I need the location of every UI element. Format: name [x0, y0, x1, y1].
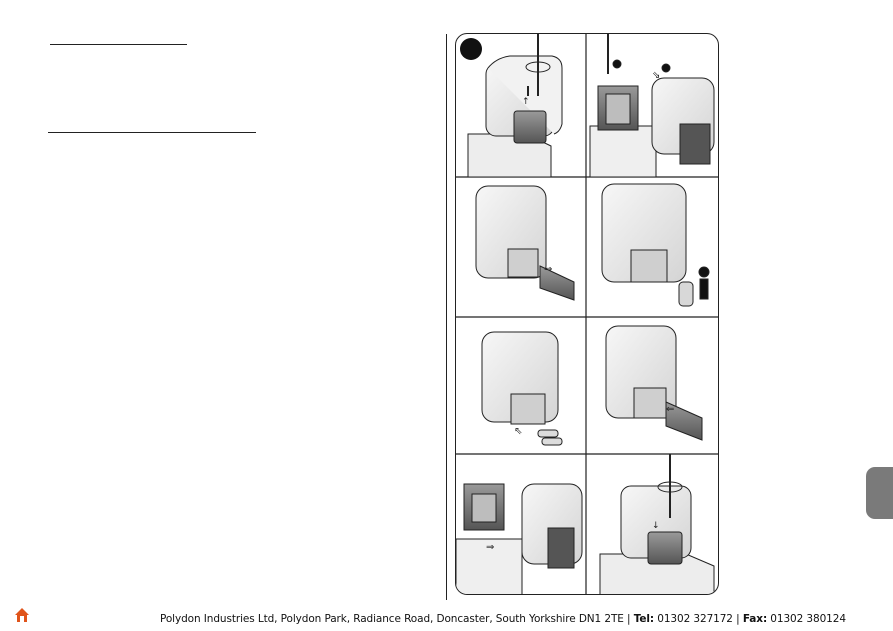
footer-fax-label: Fax:: [742, 613, 768, 625]
step-6-illustration: ⇐: [605, 325, 703, 441]
instruction-illustrations: ↑ ⇘ ⇒: [456, 34, 718, 594]
step-badge-icon: [460, 38, 482, 60]
section-rule-2: [48, 132, 256, 133]
svg-text:⇐: ⇐: [666, 404, 674, 415]
footer-separator: |: [623, 613, 634, 625]
footer-contact: Polydon Industries Ltd, Polydon Park, Ra…: [160, 613, 880, 625]
instruction-illustration-panel: ↑ ⇘ ⇒: [455, 33, 719, 595]
footer-tel-value: 01302 327172: [654, 613, 733, 625]
footer-company: Polydon Industries Ltd, Polydon Park, Ra…: [160, 613, 624, 625]
home-icon[interactable]: [14, 607, 30, 623]
svg-text:⇘: ⇘: [652, 70, 660, 81]
section-tab: [866, 467, 893, 519]
step-1-illustration: ↑: [467, 34, 563, 178]
svg-text:↓: ↓: [652, 521, 660, 531]
step-7-illustration: ⇒: [456, 483, 583, 594]
svg-text:⇒: ⇒: [544, 264, 552, 275]
step-4-illustration: [601, 183, 710, 307]
footer-fax-value: 01302 380124: [767, 613, 846, 625]
svg-text:⇖: ⇖: [514, 426, 522, 437]
column-divider: [446, 34, 447, 600]
battery-icon: [678, 281, 694, 307]
section-rule-1: [50, 44, 187, 45]
recycle-bin-person-icon: [698, 266, 710, 278]
footer-separator: |: [732, 613, 743, 625]
footer-tel-label: Tel:: [633, 613, 655, 625]
svg-text:↑: ↑: [522, 97, 530, 107]
step-5-illustration: ⇖: [481, 331, 563, 446]
svg-text:⇒: ⇒: [486, 542, 494, 553]
step-2-illustration: ⇘: [589, 34, 715, 178]
step-8-illustration: ↓: [599, 454, 715, 594]
step-3-illustration: ⇒: [475, 185, 575, 301]
